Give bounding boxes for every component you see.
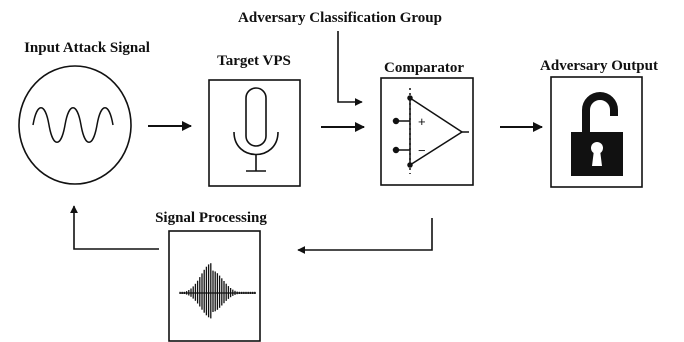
unlocked-padlock-icon [571,92,623,176]
arrow-classification-to-comparator [337,31,363,106]
adversary-classification-group-label: Adversary Classification Group [238,10,442,26]
input-attack-signal-label: Input Attack Signal [24,40,150,56]
comparator-plus-sign: + [418,114,426,129]
comparator-node: + − [380,77,474,186]
adversary-output-label: Adversary Output [540,58,658,74]
adversary-output-node [550,76,643,188]
comparator-minus-sign: − [418,143,426,158]
waveform-icon [179,263,256,319]
arrow-processing-to-input [70,205,159,250]
input-attack-signal-node [18,65,132,185]
comparator-label: Comparator [384,60,464,76]
op-amp-icon [392,88,469,174]
target-vps-label: Target VPS [217,53,291,69]
signal-processing-label: Signal Processing [155,210,267,226]
signal-processing-node [168,230,261,342]
target-vps-node [208,79,301,187]
arrow-comparator-to-processing [297,218,433,254]
microphone-icon [233,87,279,172]
sine-wave-icon [32,107,114,143]
